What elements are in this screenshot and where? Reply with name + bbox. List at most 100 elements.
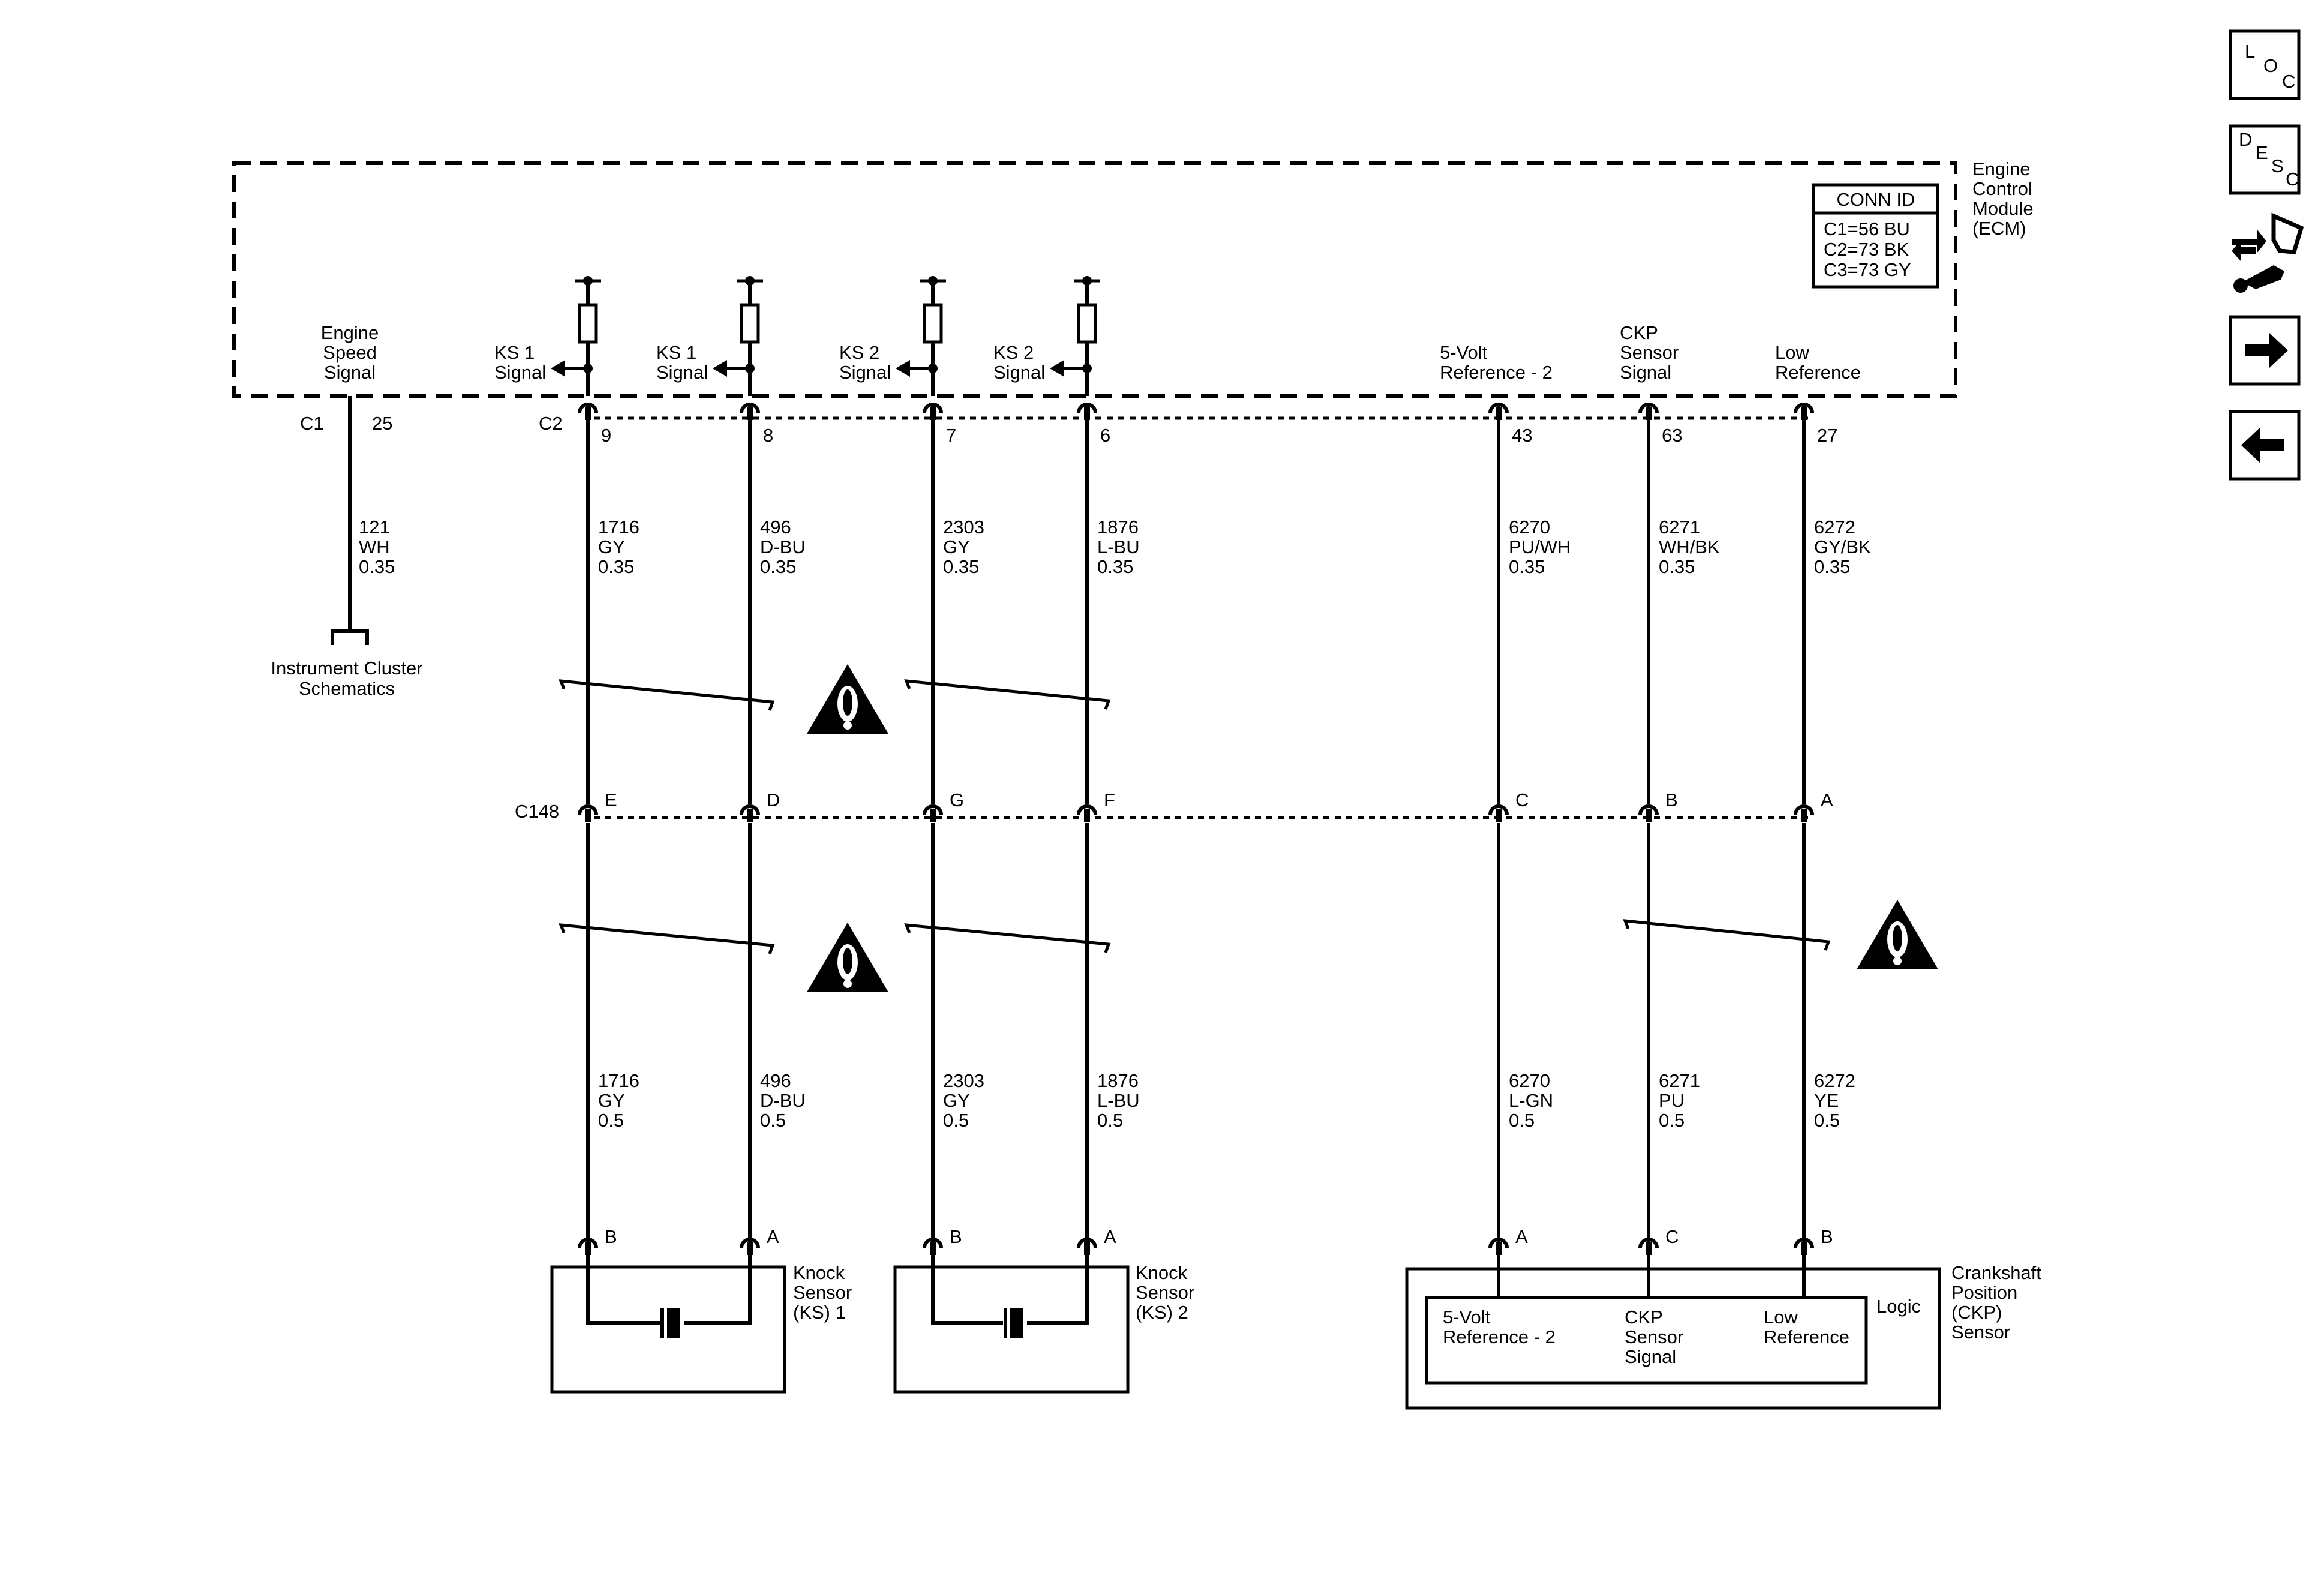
svg-text:C: C xyxy=(2282,71,2295,92)
svg-text:5-Volt: 5-Volt xyxy=(1443,1307,1491,1328)
svg-text:D: D xyxy=(2239,129,2252,150)
svg-text:Schematics: Schematics xyxy=(299,678,395,699)
caution-icon xyxy=(807,664,888,734)
ecm-pin-label: KS 2 xyxy=(993,342,1034,363)
lower-wire-spec: 496 xyxy=(760,1070,791,1091)
ecm-pin-label: Signal xyxy=(656,362,708,383)
lower-wire-spec: 1876 xyxy=(1097,1070,1139,1091)
upper-wire-spec: 0.35 xyxy=(1814,556,1850,577)
desc-button[interactable]: D E S C xyxy=(2229,124,2301,195)
instrument-cluster-connector xyxy=(331,629,369,645)
sensor-pin-letter: A xyxy=(1104,1226,1116,1247)
c148-connector-pin xyxy=(578,804,598,815)
ecm-connector-pin xyxy=(1638,403,1659,413)
upper-wire-spec: 6270 xyxy=(1509,517,1550,538)
upper-wire-spec: 0.35 xyxy=(1097,556,1133,577)
lower-wire-spec: YE xyxy=(1814,1090,1839,1111)
c148-connector-pin xyxy=(1077,804,1097,815)
upper-wire-spec: L-BU xyxy=(1097,536,1140,557)
sensor-connector-pin xyxy=(578,1238,598,1248)
svg-text:C1=56 BU: C1=56 BU xyxy=(1824,218,1910,239)
svg-text:Module: Module xyxy=(1972,198,2034,219)
resistor xyxy=(578,303,598,344)
c148-pin-letter: F xyxy=(1104,789,1115,810)
caution-icon xyxy=(1857,900,1938,969)
ecm-pin-label: Signal xyxy=(1620,362,1671,383)
engine-speed-label: Engine Speed Signal xyxy=(321,322,379,383)
signal-arrow xyxy=(896,360,910,377)
upper-wire-spec: GY/BK xyxy=(1814,536,1871,557)
ecm-pin-number: 9 xyxy=(601,425,611,446)
upper-wire-spec: 496 xyxy=(760,517,791,538)
ecm-pin-number: 8 xyxy=(763,425,773,446)
lower-wire-spec: 1716 xyxy=(598,1070,639,1091)
upper-wire-spec: 1716 xyxy=(598,517,639,538)
upper-wire-spec: 2303 xyxy=(943,517,984,538)
c148-connector-pin xyxy=(1794,804,1814,815)
lower-wire-spec: GY xyxy=(943,1090,970,1111)
ecm-pin-label: Signal xyxy=(993,362,1045,383)
connector-tool-icon[interactable] xyxy=(2232,212,2304,293)
c148-label: C148 xyxy=(515,801,559,822)
lower-wire-spec: L-GN xyxy=(1509,1090,1553,1111)
lower-wire-spec: GY xyxy=(598,1090,625,1111)
lower-wire-spec: 0.5 xyxy=(1659,1110,1685,1131)
ecm-pin-number: 43 xyxy=(1512,425,1532,446)
svg-text:WH: WH xyxy=(359,536,390,557)
ecm-pin-number: 27 xyxy=(1817,425,1837,446)
sensor-pin-letter: C xyxy=(1665,1226,1679,1247)
lower-wire-spec: D-BU xyxy=(760,1090,806,1111)
c148-connector-pin xyxy=(740,804,760,815)
signal-arrow xyxy=(713,360,727,377)
signal-arrow xyxy=(551,360,565,377)
ecm-pin-number: 6 xyxy=(1100,425,1110,446)
lower-wire-spec: 0.5 xyxy=(760,1110,786,1131)
loc-button[interactable]: L O C xyxy=(2229,29,2301,100)
lower-wire-spec: 0.5 xyxy=(1097,1110,1123,1131)
ecm-connector-pin xyxy=(1077,403,1097,413)
lower-wire-spec: PU xyxy=(1659,1090,1685,1111)
svg-text:Knock: Knock xyxy=(1136,1262,1188,1283)
next-page-button[interactable] xyxy=(2229,315,2301,386)
svg-text:CKP: CKP xyxy=(1625,1307,1663,1328)
svg-text:(ECM): (ECM) xyxy=(1972,218,2026,239)
c1-pin-25: 25 xyxy=(372,413,392,434)
caution-icon xyxy=(807,923,888,992)
twisted-pair-markers xyxy=(559,679,1831,954)
lower-wire-spec: 6270 xyxy=(1509,1070,1550,1091)
ecm-pin-label: Signal xyxy=(839,362,891,383)
lower-wire-spec: 0.5 xyxy=(1509,1110,1535,1131)
svg-text:S: S xyxy=(2271,155,2284,176)
upper-wire-spec: GY xyxy=(943,536,970,557)
upper-wire-spec: PU/WH xyxy=(1509,536,1571,557)
lower-wire-spec: 0.5 xyxy=(598,1110,624,1131)
svg-text:Signal: Signal xyxy=(1625,1346,1676,1367)
ecm-pin-label: Reference - 2 xyxy=(1440,362,1553,383)
ecm-pin-label: CKP xyxy=(1620,322,1658,343)
sensor-pin-letter: B xyxy=(1821,1226,1833,1247)
resistor xyxy=(1077,303,1097,344)
c1-label: C1 xyxy=(300,413,324,434)
ecm-pin-label: Signal xyxy=(494,362,546,383)
previous-page-button[interactable] xyxy=(2229,410,2301,481)
svg-text:Engine: Engine xyxy=(1972,158,2031,179)
c148-pin-letter: C xyxy=(1515,789,1529,810)
upper-wire-spec: GY xyxy=(598,536,625,557)
lower-wire-spec: 6272 xyxy=(1814,1070,1855,1091)
lower-wire-spec: 0.5 xyxy=(1814,1110,1840,1131)
sensor-connector-pin xyxy=(1488,1238,1509,1248)
svg-text:Position: Position xyxy=(1951,1282,2017,1303)
svg-text:Sensor: Sensor xyxy=(793,1282,852,1303)
lower-wire-spec: 2303 xyxy=(943,1070,984,1091)
sensor-connector-pin xyxy=(1638,1238,1659,1248)
sensor-connector-pin xyxy=(1077,1238,1097,1248)
svg-text:Crankshaft: Crankshaft xyxy=(1951,1262,2041,1283)
upper-wire-spec: 1876 xyxy=(1097,517,1139,538)
c148-pin-letter: B xyxy=(1665,789,1678,810)
